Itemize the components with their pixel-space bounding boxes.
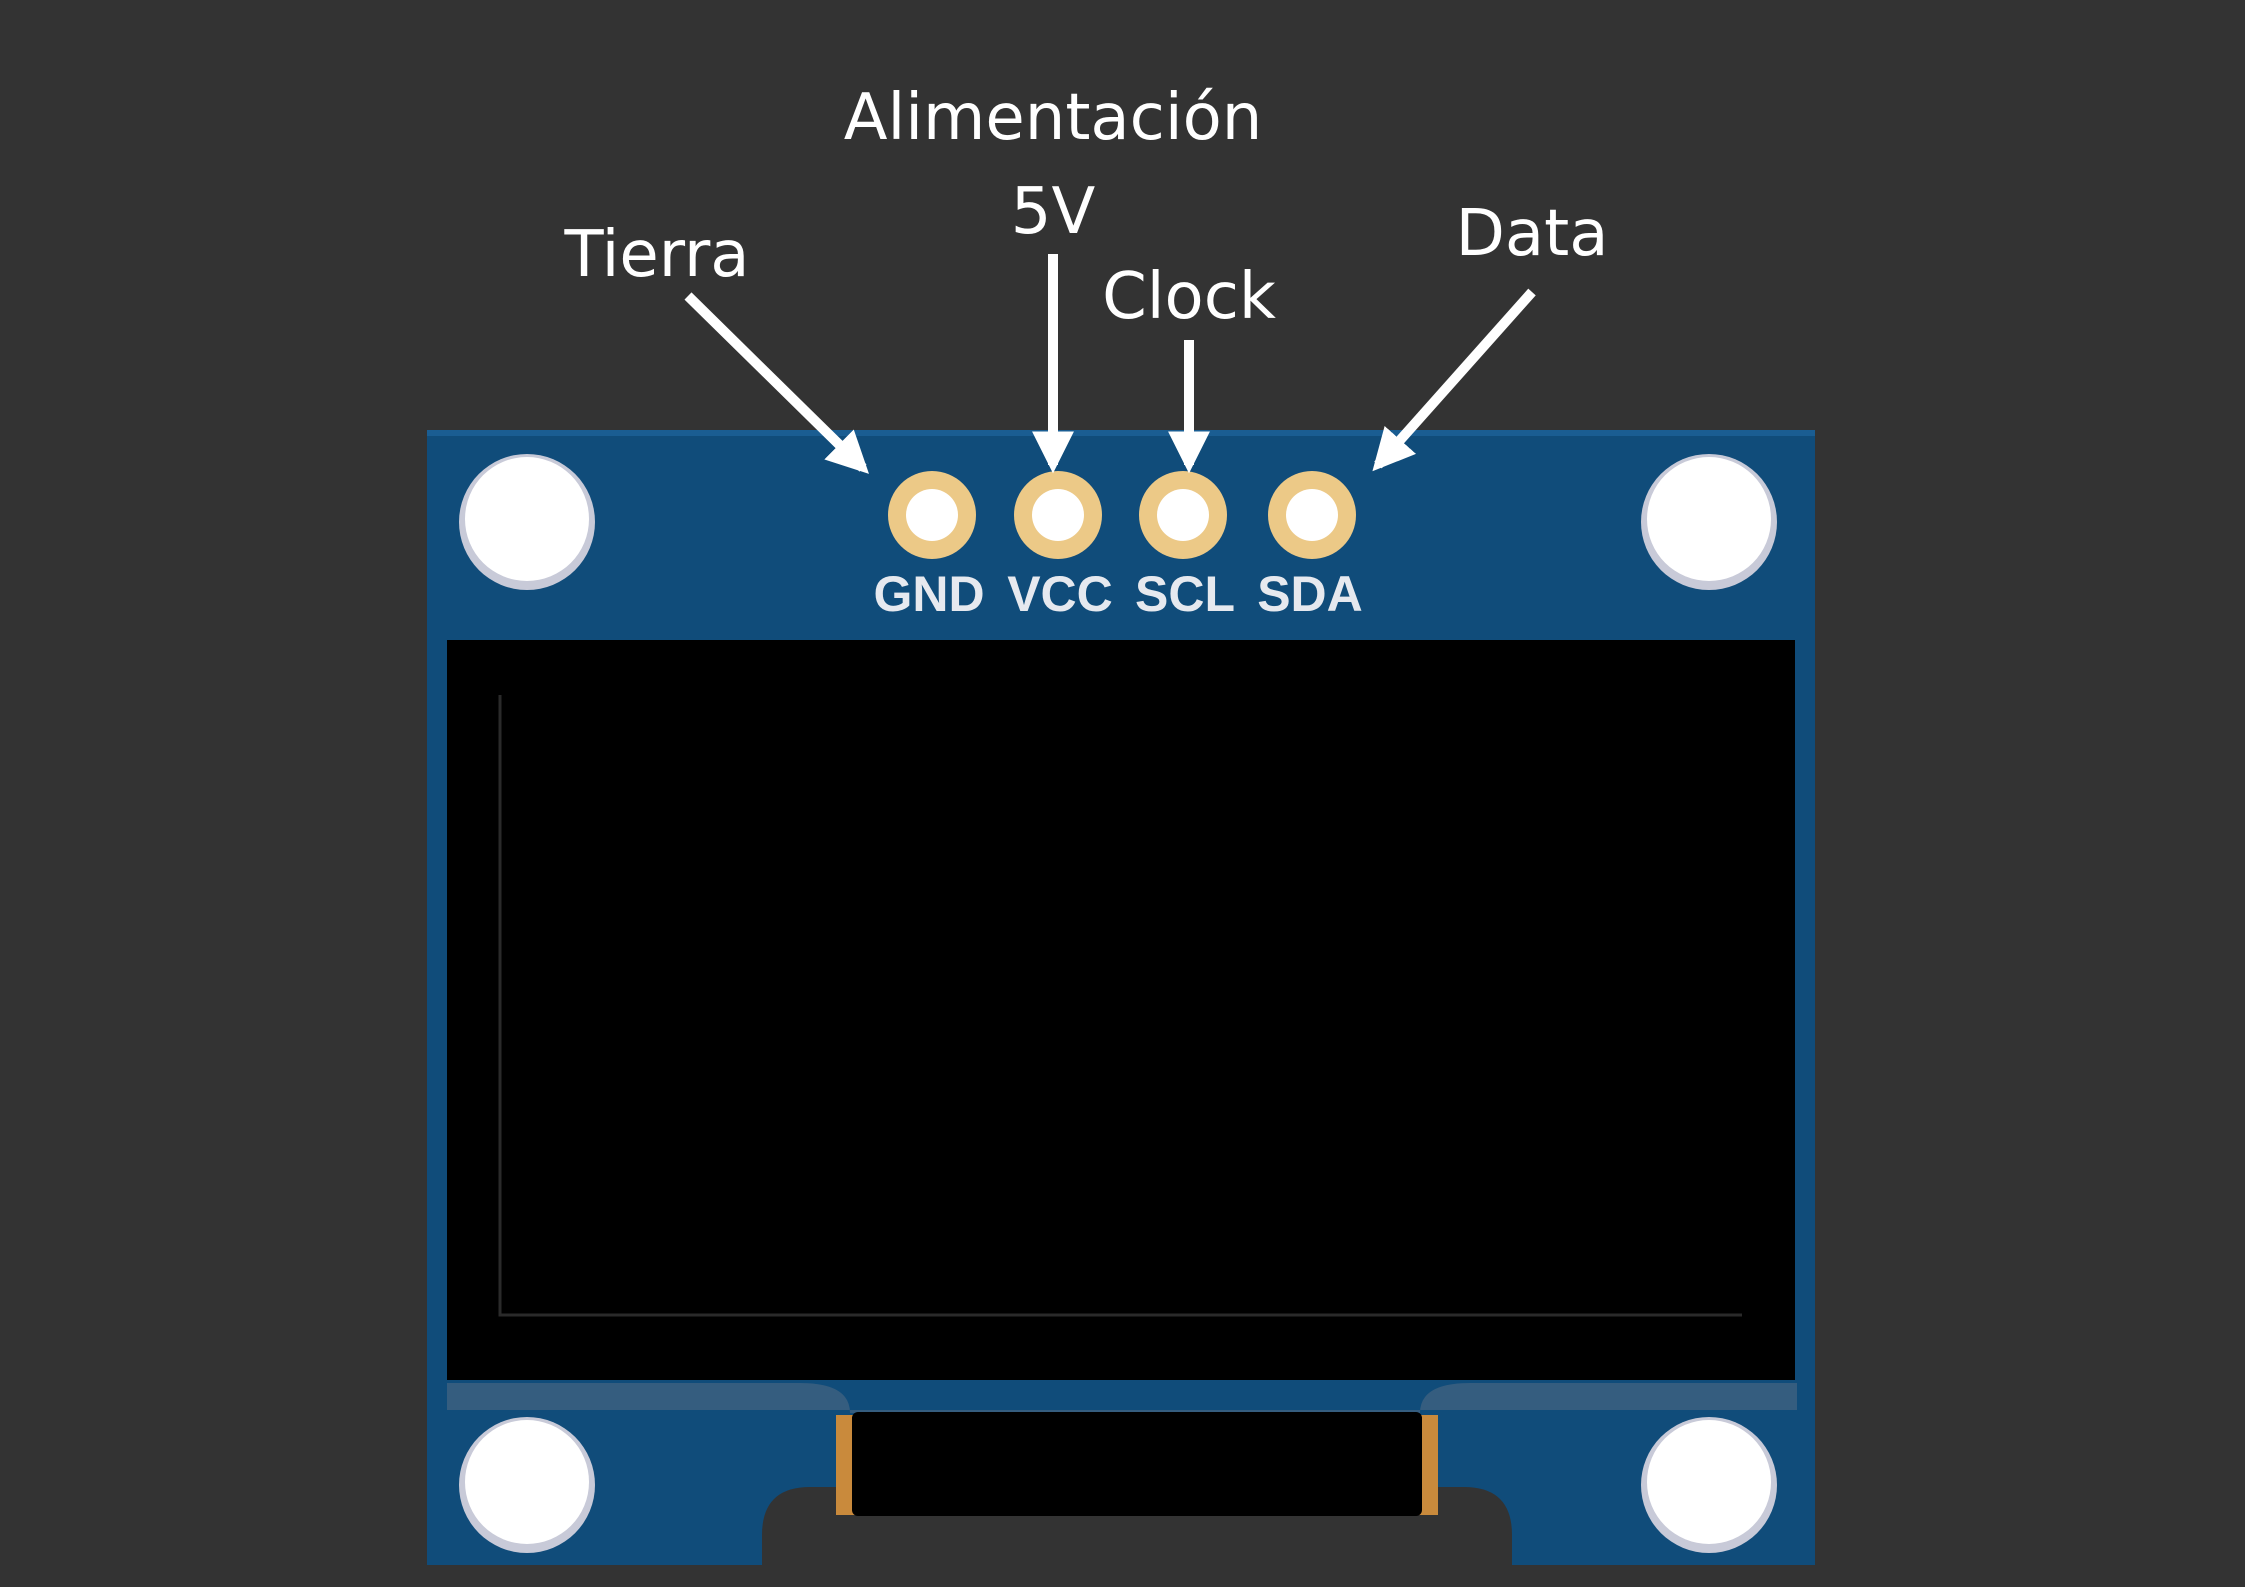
arrow-icon <box>1372 288 1536 472</box>
callout-clock: Clock <box>1102 260 1276 334</box>
mounting-hole-icon <box>459 454 595 590</box>
flex-strip <box>447 1383 1797 1413</box>
pin-label-scl: SCL <box>1135 566 1235 622</box>
callout-tierra: Tierra <box>564 218 750 292</box>
pin-label-gnd: GND <box>873 566 984 622</box>
oled-screen <box>447 640 1795 1380</box>
mounting-hole-icon <box>459 1417 595 1553</box>
pin-pad-icon <box>1139 471 1227 559</box>
board-top-edge <box>427 430 1815 436</box>
pin-pad-icon <box>1014 471 1102 559</box>
pin-label-vcc: VCC <box>1007 566 1113 622</box>
arrow-icon <box>684 292 869 474</box>
callout-alimentacion: Alimentación <box>844 81 1263 155</box>
mounting-hole-icon <box>1641 1417 1777 1553</box>
pin-pad-icon <box>1268 471 1356 559</box>
ribbon-connector-edge-left <box>836 1415 856 1515</box>
screen-inner-frame <box>498 695 1742 1317</box>
ribbon-connector-edge-right <box>1418 1415 1438 1515</box>
pin-label-sda: SDA <box>1257 566 1363 622</box>
mounting-hole-icon <box>1641 454 1777 590</box>
callout-alimentacion-5v: 5V <box>1011 175 1096 249</box>
pin-pad-icon <box>888 471 976 559</box>
callout-data: Data <box>1456 197 1609 271</box>
ribbon-connector <box>852 1412 1422 1516</box>
